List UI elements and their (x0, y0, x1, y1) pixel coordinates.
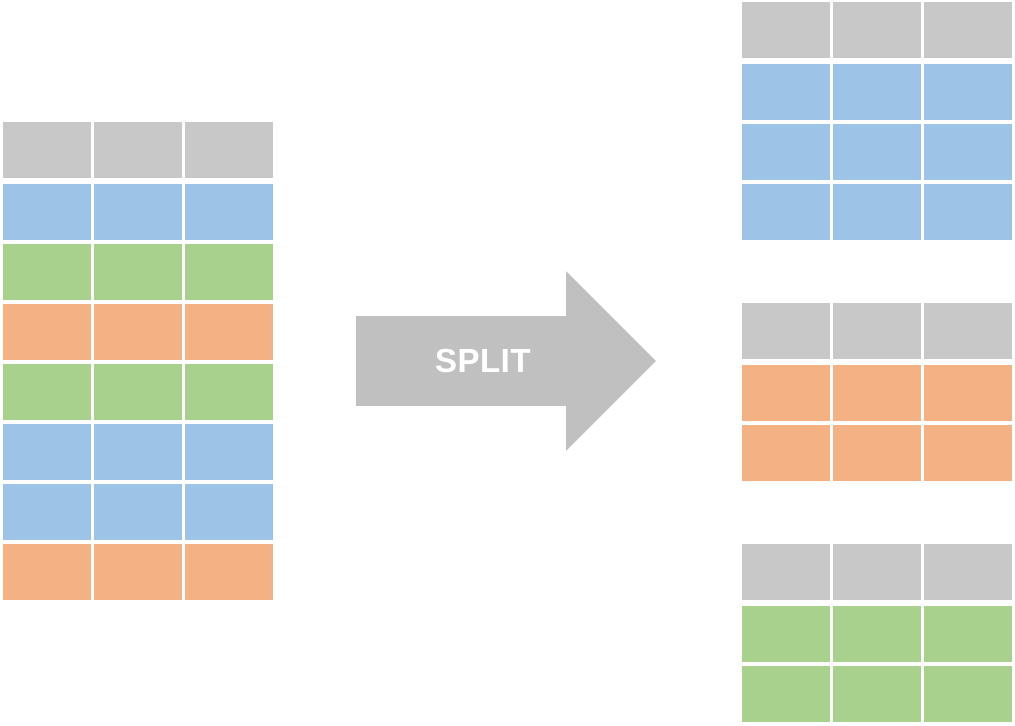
header-cell (94, 122, 182, 178)
blue-cell (924, 64, 1012, 120)
header-cell (924, 544, 1012, 600)
header-cell (833, 2, 921, 58)
orange-cell (3, 304, 91, 360)
result-table-green (742, 544, 1012, 722)
result-table-blue (742, 2, 1012, 240)
arrow-shape (356, 271, 656, 451)
green-cell (833, 606, 921, 662)
green-cell (94, 364, 182, 420)
split-arrow (356, 271, 656, 451)
blue-cell (833, 64, 921, 120)
green-cell (833, 666, 921, 722)
header-cell (742, 2, 830, 58)
orange-cell (742, 425, 830, 481)
blue-cell (3, 424, 91, 480)
blue-cell (185, 184, 273, 240)
orange-cell (94, 304, 182, 360)
blue-cell (742, 64, 830, 120)
orange-cell (833, 425, 921, 481)
split-label: SPLIT (434, 342, 531, 379)
blue-cell (185, 484, 273, 540)
green-cell (94, 244, 182, 300)
blue-cell (3, 484, 91, 540)
header-cell (185, 122, 273, 178)
header-cell (924, 303, 1012, 359)
header-cell (742, 544, 830, 600)
header-cell (833, 544, 921, 600)
orange-cell (3, 544, 91, 600)
blue-cell (94, 484, 182, 540)
blue-cell (185, 424, 273, 480)
orange-cell (185, 544, 273, 600)
blue-cell (94, 184, 182, 240)
header-cell (742, 303, 830, 359)
green-cell (742, 606, 830, 662)
blue-cell (924, 124, 1012, 180)
orange-cell (742, 365, 830, 421)
green-cell (185, 244, 273, 300)
green-cell (924, 606, 1012, 662)
blue-cell (742, 124, 830, 180)
source-table (3, 122, 273, 600)
blue-cell (833, 184, 921, 240)
blue-cell (3, 184, 91, 240)
green-cell (924, 666, 1012, 722)
header-cell (924, 2, 1012, 58)
green-cell (185, 364, 273, 420)
orange-cell (924, 425, 1012, 481)
green-cell (3, 364, 91, 420)
header-cell (3, 122, 91, 178)
blue-cell (833, 124, 921, 180)
blue-cell (924, 184, 1012, 240)
header-cell (833, 303, 921, 359)
result-table-orange (742, 303, 1012, 481)
orange-cell (185, 304, 273, 360)
orange-cell (833, 365, 921, 421)
green-cell (3, 244, 91, 300)
orange-cell (924, 365, 1012, 421)
green-cell (742, 666, 830, 722)
blue-cell (742, 184, 830, 240)
orange-cell (94, 544, 182, 600)
blue-cell (94, 424, 182, 480)
